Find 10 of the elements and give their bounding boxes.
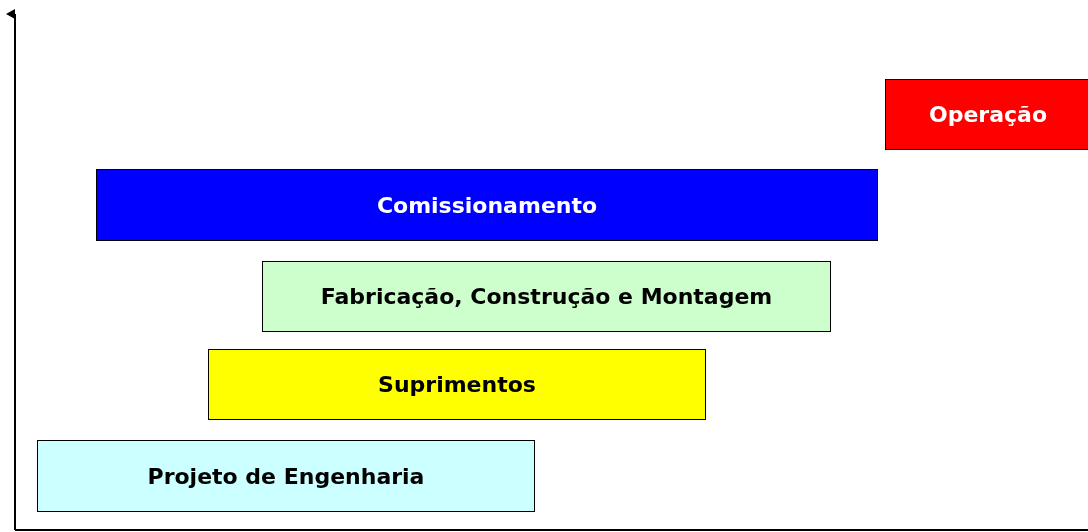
phase-bar [96, 169, 878, 241]
phase-label: Operação [928, 102, 1048, 127]
phase-bar [885, 79, 1088, 150]
phase-bar [208, 349, 706, 420]
phase-label: Comissionamento [376, 192, 598, 218]
phase-bar [37, 440, 535, 512]
phase-label: Projeto de Engenharia [147, 463, 425, 489]
phase-bar [262, 261, 831, 332]
phase-label: Suprimentos [378, 372, 536, 397]
phase-label: Fabricação, Construção e Montagem [320, 284, 773, 309]
